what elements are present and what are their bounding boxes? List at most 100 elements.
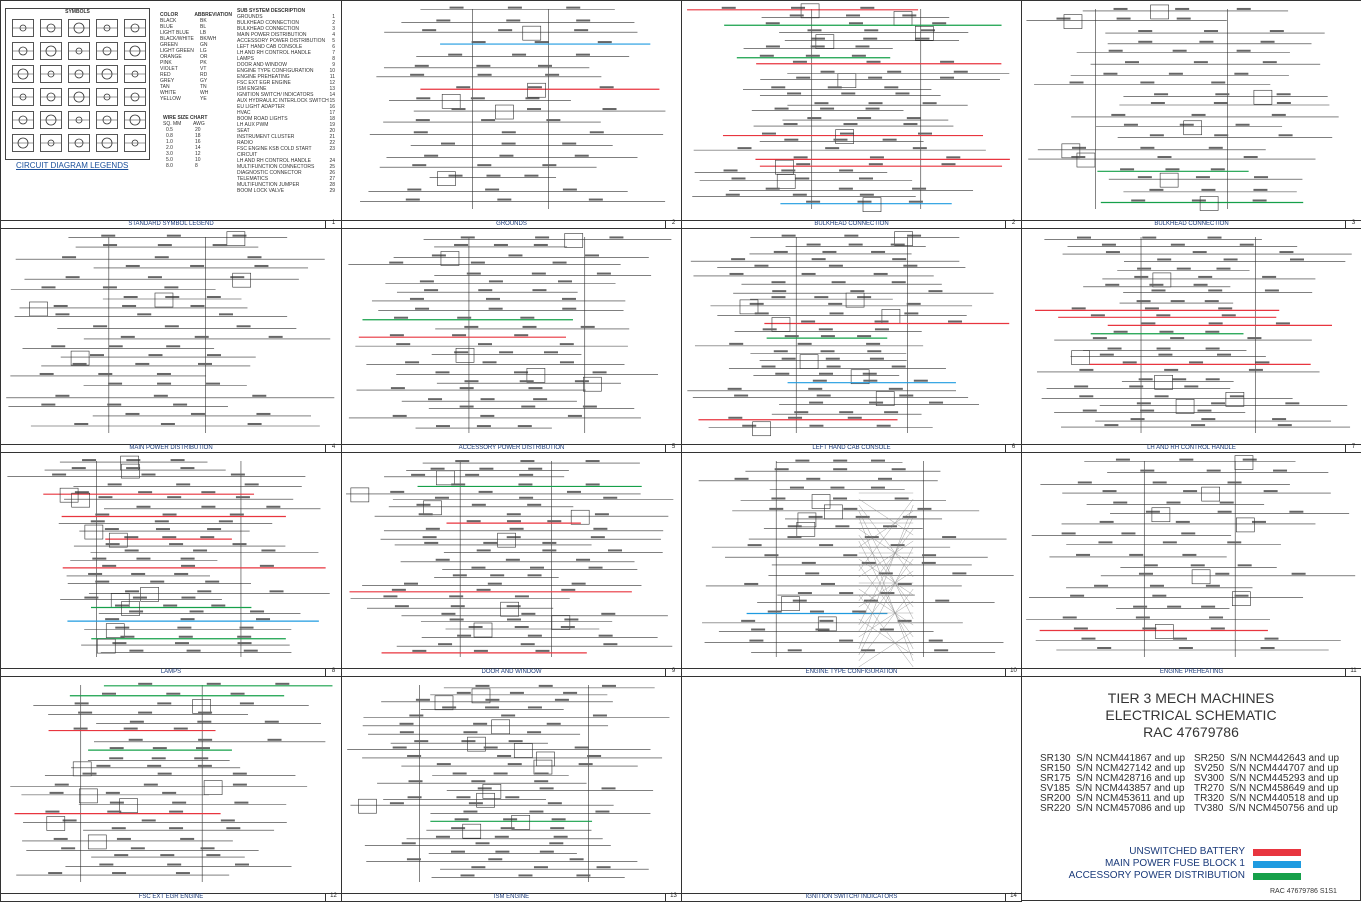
subsystem-name: LAMPS [237, 56, 254, 62]
wiring-diagram [347, 684, 670, 882]
title-line-1: TIER 3 MECH MACHINES [1107, 690, 1275, 706]
color-name: PINK [160, 60, 172, 66]
wiring-diagram [7, 455, 330, 657]
wire-awg: 12 [195, 151, 201, 157]
subsystem-num: 13 [329, 86, 335, 92]
color-abbr: RD [200, 72, 208, 78]
color-abbr: VT [200, 66, 207, 72]
panel-label: DOOR AND WINDOW [342, 668, 681, 676]
wire-size-chart: WIRE SIZE CHART Sq. mmAWG 0.5200.8181.01… [163, 115, 223, 169]
symbol-cell [124, 19, 146, 37]
wiring-diagram [687, 231, 1010, 437]
wire-awg: 14 [195, 145, 201, 151]
model-line: SV300 S/N NCM445293 and up [1194, 773, 1339, 784]
subsystem-name: BOOM LOCK VALVE [237, 188, 285, 194]
panel-number: 14 [1005, 893, 1021, 901]
panel-number: 11 [1345, 668, 1361, 676]
symbol-cell [12, 42, 34, 60]
wiring-diagram [346, 460, 674, 657]
color-name: BLACK/WHITE [160, 36, 194, 42]
subsystem-num: 18 [329, 116, 335, 122]
color-abbr: YE [200, 96, 207, 102]
subsystem-name: ENGINE PREHEATING [237, 74, 290, 80]
wire-mm: 1.0 [166, 139, 173, 145]
panel-number: 2 [665, 220, 681, 228]
panel-label: MAIN POWER DISTRIBUTION [1, 444, 341, 452]
subsystem-name: ACCESSORY POWER DISTRIBUTION [237, 38, 326, 44]
subsystem-name: MAIN POWER DISTRIBUTION [237, 32, 307, 38]
model-line: SR150 S/N NCM427142 and up [1040, 763, 1186, 774]
abbr-header: ABBREVIATION [194, 12, 232, 18]
symbol-cell [68, 88, 90, 106]
wire-legend-swatch [1253, 873, 1301, 880]
subsystem-name: EU LIGHT ADAPTER [237, 104, 285, 110]
color-name: RED [160, 72, 171, 78]
panel-number: 10 [1005, 668, 1021, 676]
subsystem-num: 17 [329, 110, 335, 116]
model-line: SR250 S/N NCM442643 and up [1194, 753, 1340, 764]
model-line: SR200 S/N NCM453611 and up [1040, 793, 1185, 804]
color-row: RED RD [160, 72, 232, 78]
wiring-diagram [360, 6, 666, 209]
subsystem-num: 7 [332, 50, 335, 56]
symbol-cell [96, 111, 118, 129]
wire-h1: Sq. mm [163, 121, 182, 127]
panel-number: 6 [1005, 444, 1021, 452]
subsystem-name: RADIO [237, 140, 253, 146]
model-line: SR130 S/N NCM441867 and up [1040, 753, 1186, 764]
wire-mm: 8.0 [166, 163, 173, 169]
subsystem-name: BOOM ROAD LIGHTS [237, 116, 288, 122]
color-name: TAN [160, 84, 170, 90]
color-name: YELLOW [160, 96, 181, 102]
panel-number: 8 [325, 668, 341, 676]
color-name: BLUE [160, 24, 174, 30]
symbol-cell [40, 19, 62, 37]
subsystem-num: 19 [329, 122, 335, 128]
symbol-cell [40, 88, 62, 106]
symbol-cell [12, 19, 34, 37]
symbols-legend: SYMBOLS [5, 8, 150, 160]
wire-awg: 10 [195, 157, 201, 163]
color-name: GREEN [160, 42, 178, 48]
symbol-cell [68, 134, 90, 152]
circuit-diagram-legends-title: CIRCUIT DIAGRAM LEGENDS [16, 161, 129, 170]
color-abbr: WH [200, 90, 209, 96]
color-row: PINK PK [160, 60, 232, 66]
symbol-cell [96, 134, 118, 152]
symbol-cell [124, 88, 146, 106]
panel-label: STANDARD SYMBOL LEGEND [1, 220, 341, 228]
panel-number: 7 [1345, 444, 1361, 452]
symbol-cell [124, 65, 146, 83]
panel-number: 13 [665, 893, 681, 901]
color-abbr: PK [200, 60, 207, 66]
symbol-cell [68, 42, 90, 60]
wire-mm: 5.0 [166, 157, 173, 163]
